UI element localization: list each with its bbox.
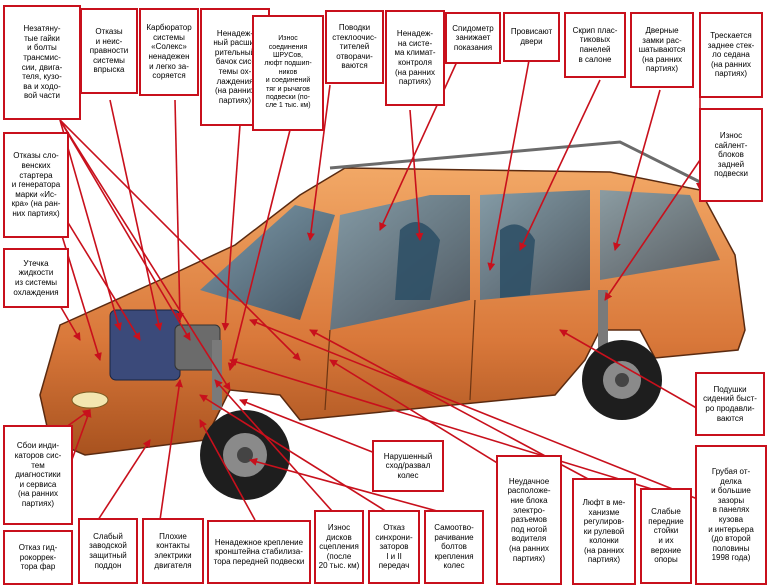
label-wheel-alignment: Нарушенный сход/развал колес: [372, 440, 444, 492]
label-wheel-bolts: Самоотво- рачивание болтов крепления кол…: [424, 510, 484, 584]
label-solex-carburetor: Карбюратор системы «Солекс» ненадежен и …: [139, 8, 199, 96]
label-rear-silentblocks: Износ сайлент- блоков задней подвески: [699, 108, 763, 202]
label-squeaky-panels: Скрип плас- тиковых панелей в салоне: [564, 12, 626, 78]
label-iskra-starter: Отказы сло- венских стартера и генератор…: [3, 132, 69, 238]
label-wiper-arms: Поводки стеклоочис- тителей отворачи- ва…: [325, 10, 384, 84]
label-rear-window-cracks: Трескается заднее стек- ло седана (на ра…: [699, 12, 763, 98]
label-loose-nuts-bolts: Незатяну- тые гайки и болты трансмис- си…: [3, 5, 81, 120]
label-sagging-doors: Провисают двери: [503, 12, 560, 62]
label-engine-electrics: Плохие контакты электрики двигателя: [142, 518, 204, 584]
label-diagnostic-indicators: Сбои инди- каторов сис- тем диагностики …: [3, 425, 73, 525]
label-synchronizers: Отказ синхрони- заторов I и II передач: [368, 510, 420, 584]
label-clutch-wear: Износ дисков сцепления (после 20 тыс. км…: [314, 510, 364, 584]
label-weak-pan: Слабый заводской защитный поддон: [78, 518, 138, 584]
label-speedometer: Спидометр занижает показания: [445, 12, 501, 64]
label-stabilizer-bracket: Ненадежное крепление кронштейна стабилиз…: [207, 520, 311, 584]
label-steering-column: Люфт в ме- ханизме регулиров- ки рулевой…: [572, 478, 636, 585]
label-rough-finish: Грубая от- делка и большие зазоры в пане…: [695, 445, 767, 585]
label-connector-block: Неудачное расположе- ние блока электро- …: [496, 455, 562, 585]
label-door-locks: Дверные замки рас- шатываются (на ранних…: [630, 12, 694, 88]
label-cv-joint-wear: Износ соединения ШРУСов, люфт подшип- ни…: [252, 15, 324, 131]
label-injection-failures: Отказы и неис- правности системы впрыска: [80, 8, 138, 94]
label-climate-control: Ненадеж- на систе- ма климат- контроля (…: [385, 10, 445, 106]
label-seat-cushions: Подушки сидений быст- ро продавли- ваютс…: [695, 372, 765, 436]
label-front-struts: Слабые передние стойки и их верхние опор…: [640, 488, 692, 584]
label-coolant-leak: Утечка жидкости из системы охлаждения: [3, 248, 69, 308]
label-headlight-corrector: Отказ гид- рокоррек- тора фар: [3, 530, 73, 585]
